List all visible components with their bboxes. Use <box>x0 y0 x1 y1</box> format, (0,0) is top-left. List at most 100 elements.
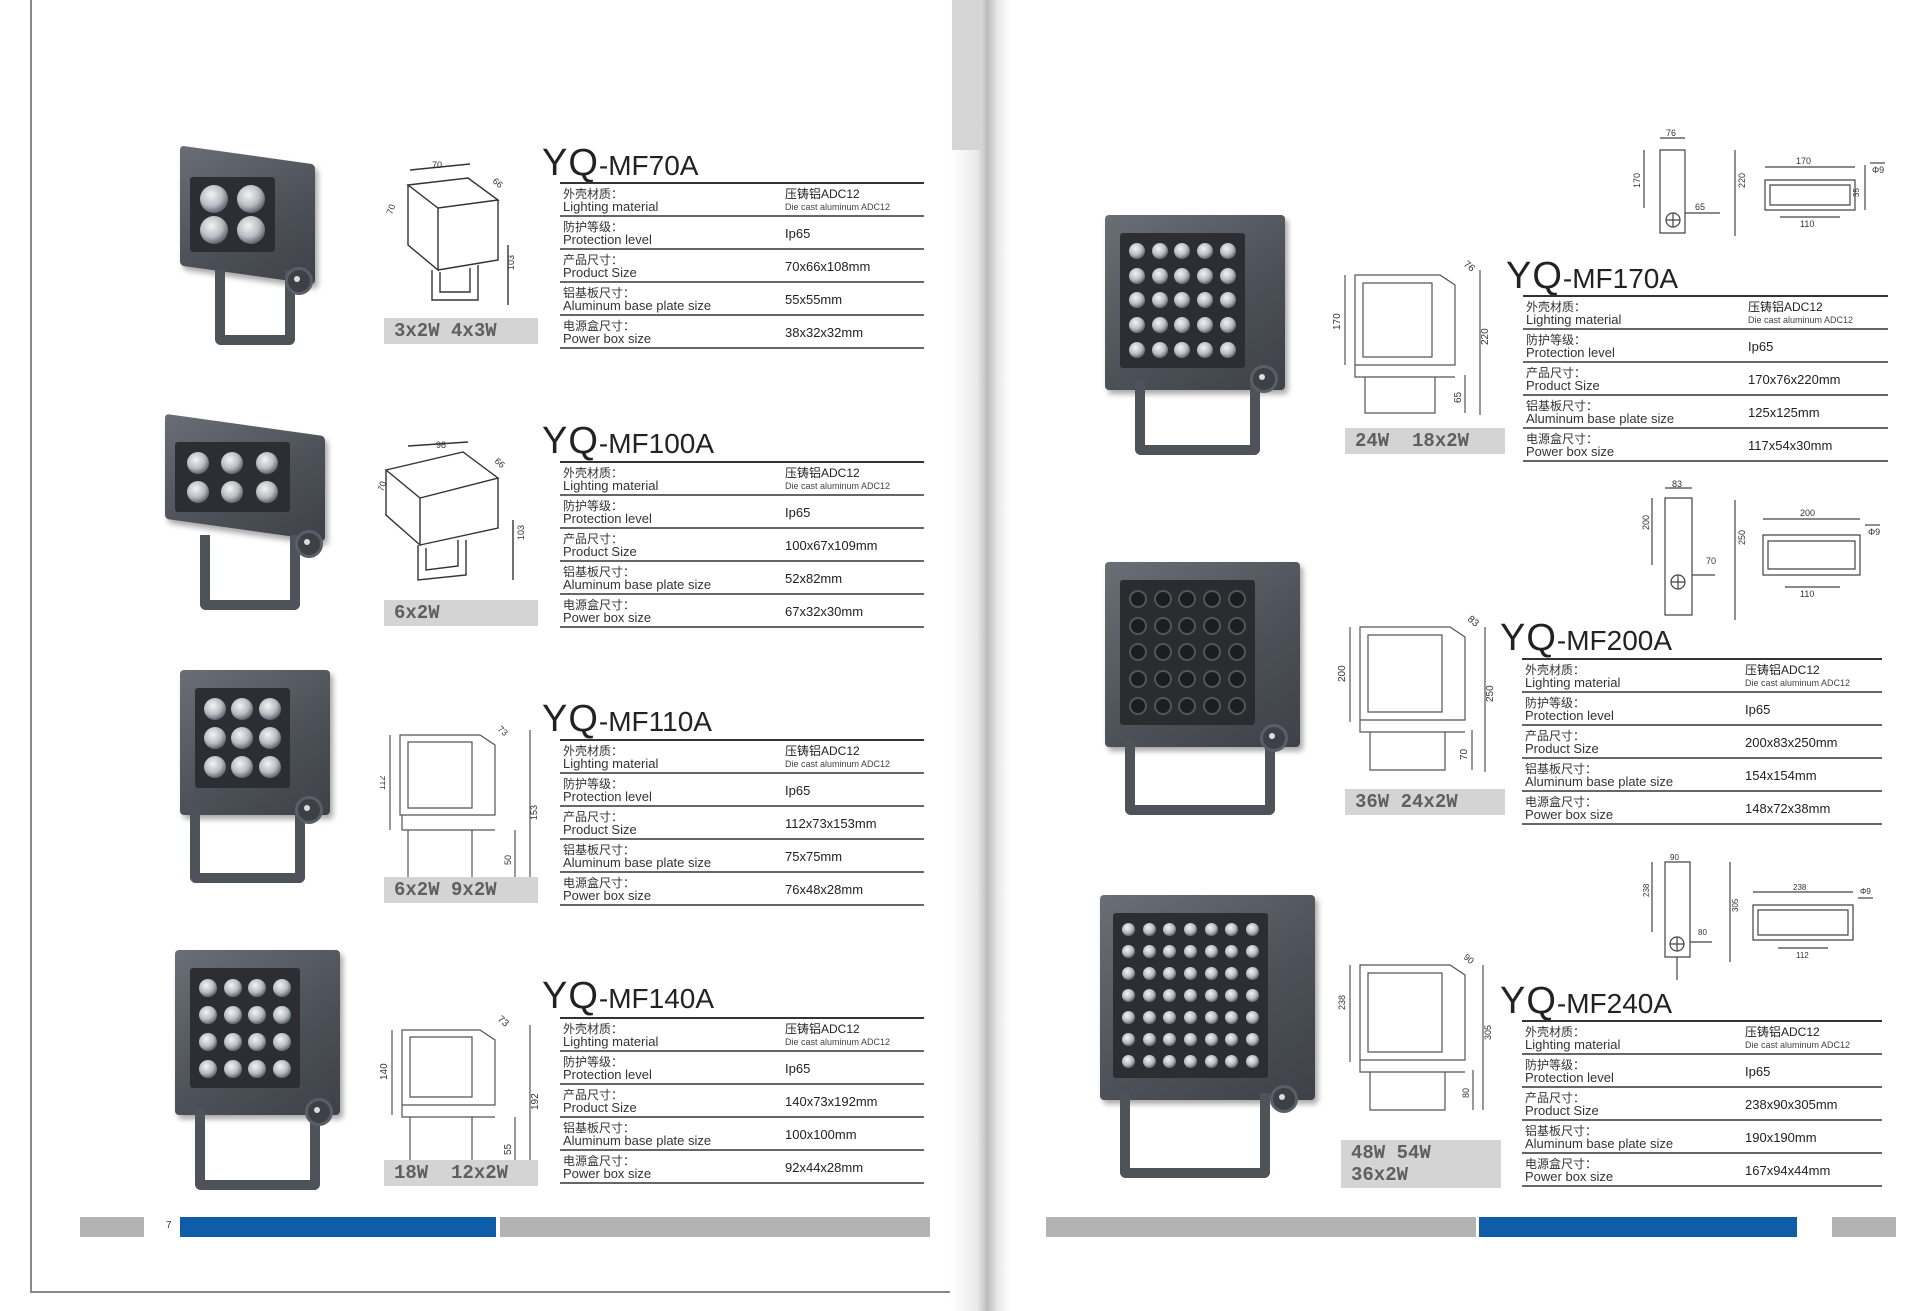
spec-row-plate: 铝基板尺寸： Aluminum base plate size 55x55mm <box>560 283 924 316</box>
dimension-drawing: 90 238 305 80 <box>1337 952 1493 1111</box>
dim-total: 220 <box>1480 328 1490 345</box>
model-name: YQ-MF110A <box>542 698 712 740</box>
power-badge: 6x2W <box>384 600 538 626</box>
product-photo <box>1090 215 1295 455</box>
side-dim-depth: 76 <box>1666 128 1676 138</box>
model-name: YQ-MF170A <box>1506 255 1679 297</box>
side-dim-width: 238 <box>1642 883 1651 897</box>
book-spine <box>950 0 1010 1311</box>
footer-bar-right-gray-short <box>1832 1217 1896 1237</box>
top-dim-base: 110 <box>1800 219 1814 227</box>
power-badge: 36W 24x2W <box>1345 789 1505 815</box>
dim-depth: 83 <box>1465 614 1481 630</box>
spec-row-material: 外壳材质： Lighting material 压铸铝ADC12 Die cas… <box>560 1019 924 1052</box>
dim-width: 238 <box>1337 995 1347 1010</box>
dim-box: 50 <box>503 855 513 865</box>
side-view-drawing: 83 200 250 70 <box>1641 480 1747 620</box>
spec-row-protection: 防护等级： Protection level Ip65 <box>560 1052 924 1085</box>
dim-total: 103 <box>516 525 526 540</box>
spec-row-size: 产品尺寸： Product Size 238x90x305mm <box>1522 1088 1882 1121</box>
spec-row-protection: 防护等级： Protection level Ip65 <box>560 774 924 807</box>
spec-row-plate: 铝基板尺寸： Aluminum base plate size 125x125m… <box>1523 396 1888 429</box>
dim-box: 70 <box>1459 748 1470 760</box>
dim-depth: 66 <box>491 176 505 190</box>
spec-row-protection: 防护等级： Protection level Ip65 <box>1522 1055 1882 1088</box>
top-dim-base: 112 <box>1796 951 1809 960</box>
dim-depth: 66 <box>493 456 507 470</box>
product-photo <box>155 948 355 1190</box>
model-name: YQ-MF140A <box>542 975 715 1017</box>
page-frame-left <box>30 0 32 1293</box>
spec-row-plate: 铝基板尺寸： Aluminum base plate size 190x190m… <box>1522 1121 1882 1154</box>
side-dim-depth: 90 <box>1670 853 1679 862</box>
top-dim-width: 170 <box>1796 156 1811 166</box>
spec-row-box: 电源盒尺寸： Power box size 76x48x28mm <box>560 873 924 906</box>
dim-height: 70 <box>378 480 388 493</box>
dim-height: 70 <box>384 203 397 216</box>
top-dim-base: 110 <box>1800 589 1814 599</box>
dim-width: 170 <box>1332 313 1343 330</box>
dim-width: 200 <box>1337 665 1348 682</box>
side-dim-total: 250 <box>1737 530 1747 545</box>
spec-row-size: 产品尺寸： Product Size 70x66x108mm <box>560 250 924 283</box>
spec-table: 外壳材质： Lighting material 压铸铝ADC12 Die cas… <box>1522 658 1882 825</box>
dim-depth: 90 <box>1462 952 1476 966</box>
footer-bar-left-gray-short <box>80 1217 144 1237</box>
dim-total: 250 <box>1485 685 1495 702</box>
footer-bar-right-blue <box>1479 1217 1797 1237</box>
side-dim-total: 220 <box>1737 173 1747 188</box>
product-photo <box>160 668 350 883</box>
dimension-drawing: 76 170 220 65 <box>1332 259 1490 415</box>
top-dim-width: 238 <box>1793 883 1807 892</box>
model-name: YQ-MF240A <box>1500 980 1673 1022</box>
dim-total: 192 <box>530 1093 540 1110</box>
spec-row-box: 电源盒尺寸： Power box size 38x32x32mm <box>560 316 924 349</box>
top-dim-box: 35 <box>1852 188 1861 197</box>
dimension-drawing: 83 200 250 70 <box>1337 614 1495 772</box>
spec-row-material: 外壳材质： Lighting material 压铸铝ADC12 Die cas… <box>1522 1022 1882 1055</box>
dim-total: 103 <box>506 255 516 270</box>
spec-row-box: 电源盒尺寸： Power box size 117x54x30mm <box>1523 429 1888 462</box>
top-view-drawing: 200 110 Φ9 <box>1762 508 1880 599</box>
power-badge: 24W 18x2W <box>1345 428 1505 454</box>
spec-table: 外壳材质： Lighting material 压铸铝ADC12 Die cas… <box>1523 295 1888 462</box>
dim-depth: 73 <box>496 724 510 738</box>
power-badge: 18W 12x2W <box>384 1160 538 1186</box>
top-dim-width: 200 <box>1800 508 1815 518</box>
spec-table: 外壳材质： Lighting material 压铸铝ADC12 Die cas… <box>560 739 924 906</box>
spec-row-material: 外壳材质： Lighting material 压铸铝ADC12 Die cas… <box>1523 297 1888 330</box>
spec-row-size: 产品尺寸： Product Size 112x73x153mm <box>560 807 924 840</box>
spec-row-protection: 防护等级： Protection level Ip65 <box>560 217 924 250</box>
dim-total: 153 <box>529 805 539 820</box>
dimension-drawing: 70 66 70 103 <box>384 160 516 305</box>
spec-row-box: 电源盒尺寸： Power box size 167x94x44mm <box>1522 1154 1882 1187</box>
top-dim-hole: Φ9 <box>1868 527 1880 537</box>
spec-row-protection: 防护等级： Protection level Ip65 <box>1523 330 1888 363</box>
power-badge: 3x2W 4x3W <box>384 318 538 344</box>
spec-row-plate: 铝基板尺寸： Aluminum base plate size 154x154m… <box>1522 759 1882 792</box>
spec-table: 外壳材质： Lighting material 压铸铝ADC12 Die cas… <box>1522 1020 1882 1187</box>
product-photo <box>160 145 345 355</box>
side-view-drawing: 90 238 305 80 <box>1642 853 1740 980</box>
spec-row-material: 外壳材质： Lighting material 压铸铝ADC12 Die cas… <box>560 741 924 774</box>
footer-bar-left-blue <box>180 1217 496 1237</box>
side-dim-width: 170 <box>1632 173 1642 188</box>
page-frame-bottom <box>30 1291 990 1293</box>
side-dim-depth: 83 <box>1672 480 1682 489</box>
spec-row-box: 电源盒尺寸： Power box size 148x72x38mm <box>1522 792 1882 825</box>
dimension-drawing: 73 140 192 55 <box>380 1014 540 1176</box>
dim-depth: 73 <box>495 1014 511 1030</box>
side-dim-box: 80 <box>1698 928 1707 937</box>
side-dim-total: 305 <box>1731 898 1740 912</box>
dim-box: 55 <box>503 1143 514 1155</box>
model-name: YQ-MF200A <box>1500 617 1673 659</box>
dim-width: 112 <box>380 776 387 790</box>
spec-table: 外壳材质： Lighting material 压铸铝ADC12 Die cas… <box>560 1017 924 1184</box>
dim-total: 305 <box>1483 1025 1493 1040</box>
dim-depth: 76 <box>1461 259 1477 275</box>
spec-row-plate: 铝基板尺寸： Aluminum base plate size 52x82mm <box>560 562 924 595</box>
dimension-drawing: 73 112 153 50 <box>380 724 539 891</box>
product-photo <box>160 413 350 610</box>
side-dim-box: 65 <box>1695 202 1705 212</box>
spec-row-box: 电源盒尺寸： Power box size 67x32x30mm <box>560 595 924 628</box>
